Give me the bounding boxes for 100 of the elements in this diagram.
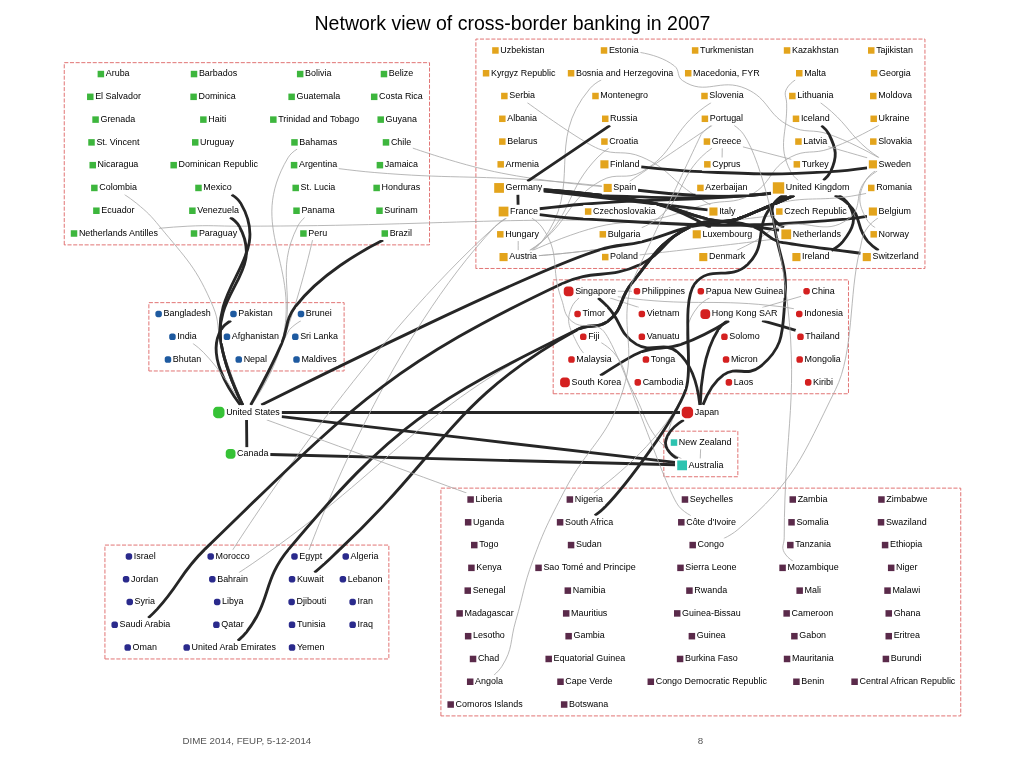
node-label: Zimbabwe	[885, 493, 928, 504]
node-label: Bolivia	[304, 68, 331, 79]
connector	[596, 296, 701, 406]
node-text: Belgium	[878, 205, 911, 216]
connector	[663, 418, 685, 460]
node-box	[850, 678, 858, 685]
node-text: Ireland	[801, 251, 829, 262]
node-label: Guinea-Bissau	[681, 607, 741, 618]
connector	[741, 146, 792, 160]
node-box	[498, 138, 506, 145]
node-box	[469, 655, 476, 663]
node-text: Cambodia	[642, 376, 683, 387]
node-label: Tanzania	[794, 539, 831, 550]
connector	[542, 188, 779, 232]
node-label: Nepal	[243, 353, 267, 364]
node-box	[290, 139, 298, 146]
node-text: Pakistan	[237, 308, 273, 319]
node-text: Austria	[508, 251, 537, 262]
node-box	[70, 230, 77, 237]
node-label: Burkina Faso	[684, 653, 738, 664]
connector	[698, 319, 728, 405]
node-label: Grenada	[99, 113, 135, 124]
node-label: Cape Verde	[564, 676, 613, 687]
node-label: Somalia	[795, 516, 829, 527]
node-box	[688, 632, 695, 640]
node-label: Sudan	[575, 539, 602, 550]
node-text: France	[509, 205, 538, 216]
connector	[281, 411, 680, 414]
connector	[721, 147, 723, 159]
node-text: Singapore	[574, 285, 616, 296]
connector	[269, 453, 675, 467]
node-label: Costa Rica	[378, 91, 423, 102]
connector	[530, 217, 691, 517]
connector	[218, 193, 251, 406]
node-box	[292, 207, 300, 214]
cluster	[439, 487, 961, 717]
node-label: Slovakia	[877, 135, 912, 146]
node-box	[567, 541, 574, 549]
node-label: Zambia	[797, 493, 827, 504]
node-label: Gabon	[798, 630, 826, 641]
node-label: Chad	[477, 653, 499, 664]
node-label: Romania	[875, 182, 912, 193]
node-label: Oman	[132, 641, 157, 652]
node-label: Mali	[804, 584, 821, 595]
node-text: Brunei	[305, 308, 332, 319]
node-label: Rwanda	[693, 584, 727, 595]
node-label: Surinam	[383, 205, 418, 215]
node-label: Congo Democratic Republic	[655, 676, 767, 687]
connector	[830, 194, 855, 252]
node-text: Saudi Arabia	[119, 619, 170, 630]
node-label: Uganda	[472, 516, 504, 527]
node-label: Barbados	[198, 68, 237, 79]
connector	[337, 168, 602, 187]
node-label: Nigeria	[574, 493, 603, 504]
node-label: Nicaragua	[97, 159, 138, 170]
node-label: Swaziland	[885, 516, 927, 527]
node-text: Laos	[733, 376, 753, 387]
node-box	[787, 519, 795, 526]
node-text: South Africa	[564, 516, 613, 527]
node-label: Indonesia	[803, 308, 843, 319]
node-text: Portugal	[709, 113, 743, 124]
node-label: Kenya	[475, 562, 502, 573]
node-box	[296, 70, 303, 78]
node-label: Cameroon	[791, 607, 833, 618]
node-label: Namibia	[572, 584, 605, 595]
node-text: Paraguay	[198, 227, 237, 238]
node-label: Malawi	[891, 584, 920, 595]
node-box	[299, 230, 307, 237]
node-text: Ukraine	[878, 113, 909, 124]
connector	[531, 124, 879, 251]
node-box	[883, 587, 891, 594]
node-text: Germany	[505, 182, 542, 193]
node-text: Bosnia and Herzegovina	[575, 67, 673, 78]
node-box	[795, 70, 802, 77]
node-text: Côte d'Ivoire	[685, 516, 736, 527]
node-box	[795, 587, 803, 594]
node-label: Bhutan	[172, 353, 201, 364]
node-text: New Zealand	[678, 436, 732, 447]
node-label: Algeria	[350, 550, 378, 561]
connector	[638, 238, 780, 256]
node-box	[564, 587, 571, 594]
node-box	[491, 47, 499, 54]
node-label: Armenia	[505, 158, 539, 169]
node-label: Jordan	[130, 573, 158, 584]
node-box	[887, 564, 894, 572]
connector	[244, 420, 248, 448]
node-label: Liberia	[474, 493, 502, 504]
node-box	[482, 70, 489, 77]
node-label: Kiribi	[812, 376, 833, 387]
node-label: Netherlands Antilles	[78, 227, 158, 238]
node-box	[566, 496, 573, 503]
node-box	[647, 678, 654, 685]
node-label: Ethiopia	[889, 539, 922, 550]
node-box	[97, 70, 104, 78]
node-box	[885, 632, 892, 640]
connector	[526, 124, 611, 183]
cluster	[63, 62, 430, 246]
node-box	[470, 541, 477, 549]
node-label: Sao Tomé and Principe	[542, 562, 636, 573]
node-text: Norway	[878, 228, 909, 239]
